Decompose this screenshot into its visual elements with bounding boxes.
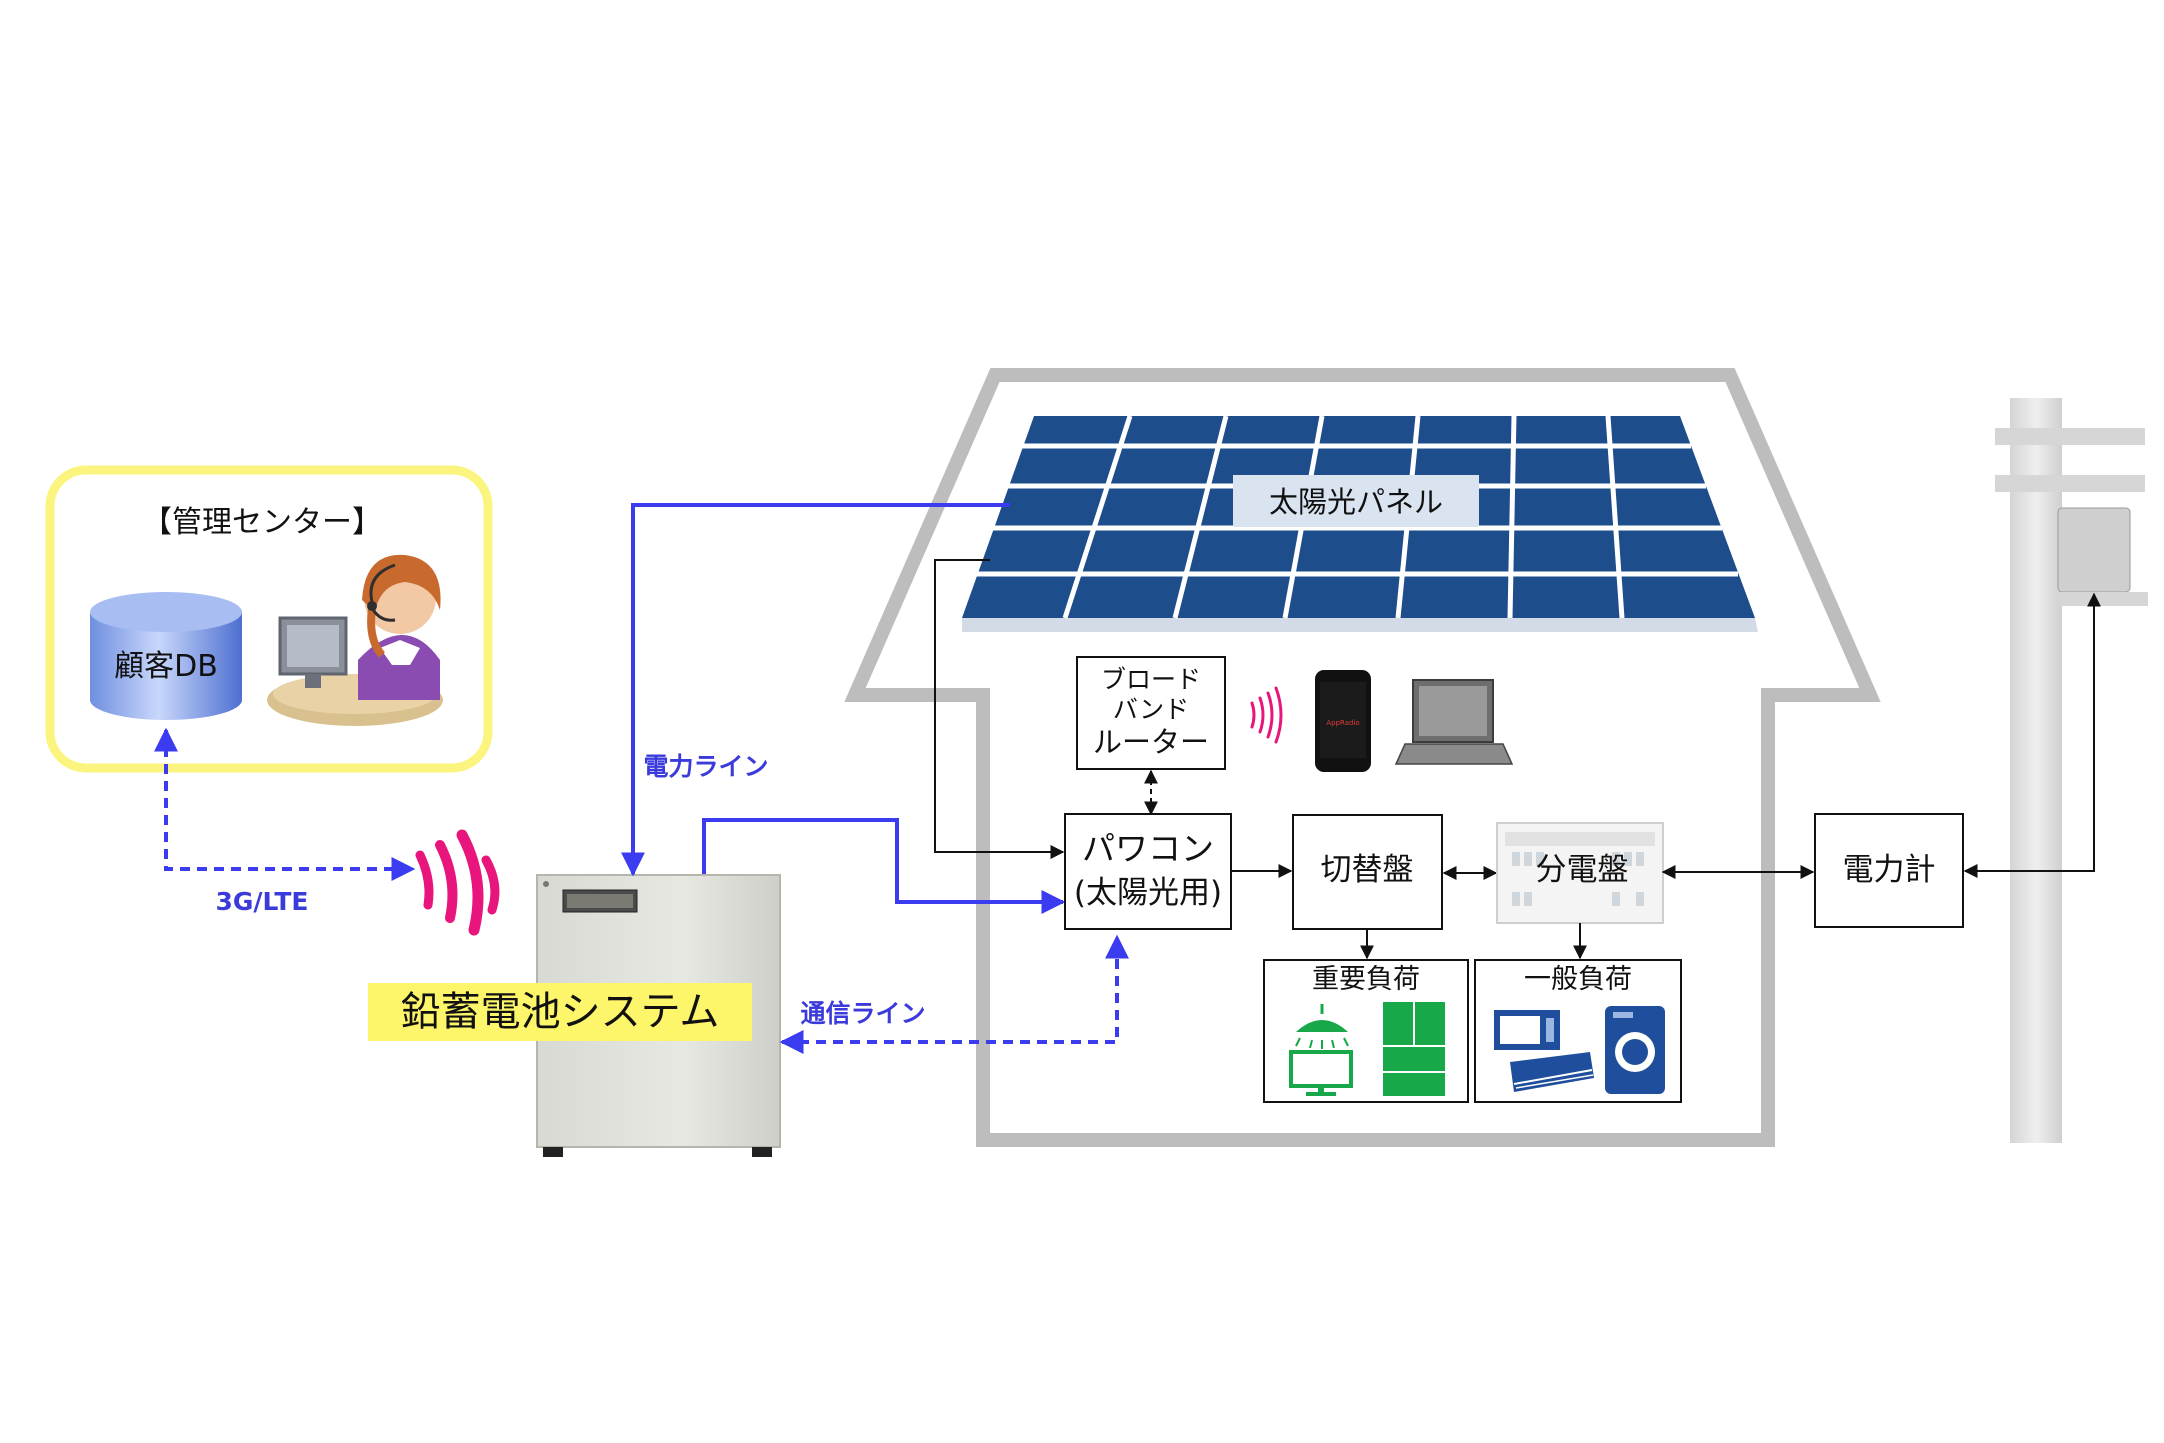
battery-to-pcs-power-line bbox=[702, 818, 1066, 914]
important-load-box: 重要負荷 bbox=[1263, 959, 1469, 1103]
refrigerator-icon bbox=[1383, 1002, 1445, 1096]
ceiling-lamp-icon bbox=[1295, 1004, 1349, 1049]
power-conditioner-label-line2: (太陽光用) bbox=[1074, 875, 1222, 911]
power-line-label: 電力ライン bbox=[643, 752, 768, 781]
cellular-signal-icon bbox=[415, 829, 500, 936]
air-conditioner-icon bbox=[1510, 1052, 1594, 1092]
washing-machine-icon bbox=[1605, 1006, 1665, 1094]
battery-system-label: 鉛蓄電池システム bbox=[401, 989, 720, 1035]
general-load-label: 一般負荷 bbox=[1524, 964, 1632, 995]
cellular-link-label: 3G/LTE bbox=[216, 887, 309, 916]
distribution-board-label: 分電盤 bbox=[1536, 852, 1629, 888]
general-load-box: 一般負荷 bbox=[1474, 959, 1682, 1103]
solar-to-pcs-line bbox=[934, 559, 1065, 859]
house-outline bbox=[844, 368, 1881, 1147]
microwave-icon bbox=[1494, 1010, 1560, 1050]
router-label-line3: ルーター bbox=[1093, 725, 1209, 759]
comm-line-label: 通信ライン bbox=[800, 999, 925, 1028]
battery-pcs-comm-line bbox=[779, 934, 1129, 1054]
television-icon bbox=[1289, 1050, 1353, 1096]
power-conditioner-label-line1: パワコン bbox=[1082, 829, 1214, 868]
solar-panel-label: 太陽光パネル bbox=[1269, 485, 1443, 519]
cellular-link-line bbox=[154, 727, 416, 881]
important-load-label: 重要負荷 bbox=[1312, 964, 1420, 995]
distribution-board-box: 分電盤 bbox=[1496, 822, 1664, 924]
solar-panel: 太陽光パネル bbox=[962, 415, 1758, 632]
smartphone-icon: AppRadio bbox=[1315, 670, 1371, 772]
solar-to-battery-power-line bbox=[621, 503, 1010, 877]
management-center-title: 【管理センター】 bbox=[142, 505, 382, 540]
utility-pole bbox=[1995, 398, 2148, 1143]
laptop-icon bbox=[1394, 679, 1514, 765]
router-label-line2: バンド bbox=[1113, 695, 1189, 724]
meter-to-pole-line bbox=[1963, 592, 2101, 878]
pole-transformer bbox=[2057, 507, 2131, 593]
router-label-line1: ブロード bbox=[1101, 665, 1201, 694]
power-meter-label: 電力計 bbox=[1843, 852, 1936, 888]
power-meter-box: 電力計 bbox=[1814, 813, 1964, 928]
switch-board-box: 切替盤 bbox=[1292, 814, 1443, 930]
management-center: 【管理センター】 顧客DB bbox=[45, 465, 493, 773]
switch-board-label: 切替盤 bbox=[1321, 852, 1414, 888]
customer-db-icon bbox=[90, 592, 242, 720]
phone-screen-text: AppRadio bbox=[1326, 719, 1359, 727]
broadband-router-box: ブロード バンド ルーター bbox=[1076, 656, 1226, 770]
customer-db-label: 顧客DB bbox=[114, 649, 218, 684]
wifi-signal-icon bbox=[1250, 686, 1283, 744]
operator-icon bbox=[267, 554, 443, 726]
power-conditioner-box: パワコン (太陽光用) bbox=[1064, 813, 1232, 930]
